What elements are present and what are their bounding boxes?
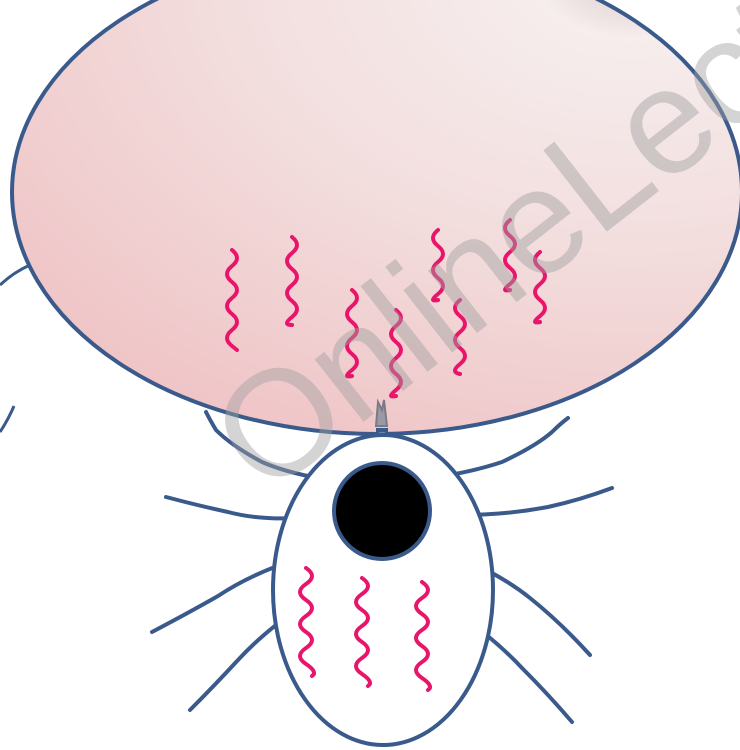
leg-right-2 <box>462 488 612 515</box>
leg-left-3 <box>152 565 280 632</box>
tick-head <box>334 463 430 559</box>
host-ellipse <box>12 0 740 434</box>
left-arc-lower <box>0 406 14 432</box>
left-arc-upper <box>0 265 30 285</box>
leg-left-2 <box>166 497 298 518</box>
